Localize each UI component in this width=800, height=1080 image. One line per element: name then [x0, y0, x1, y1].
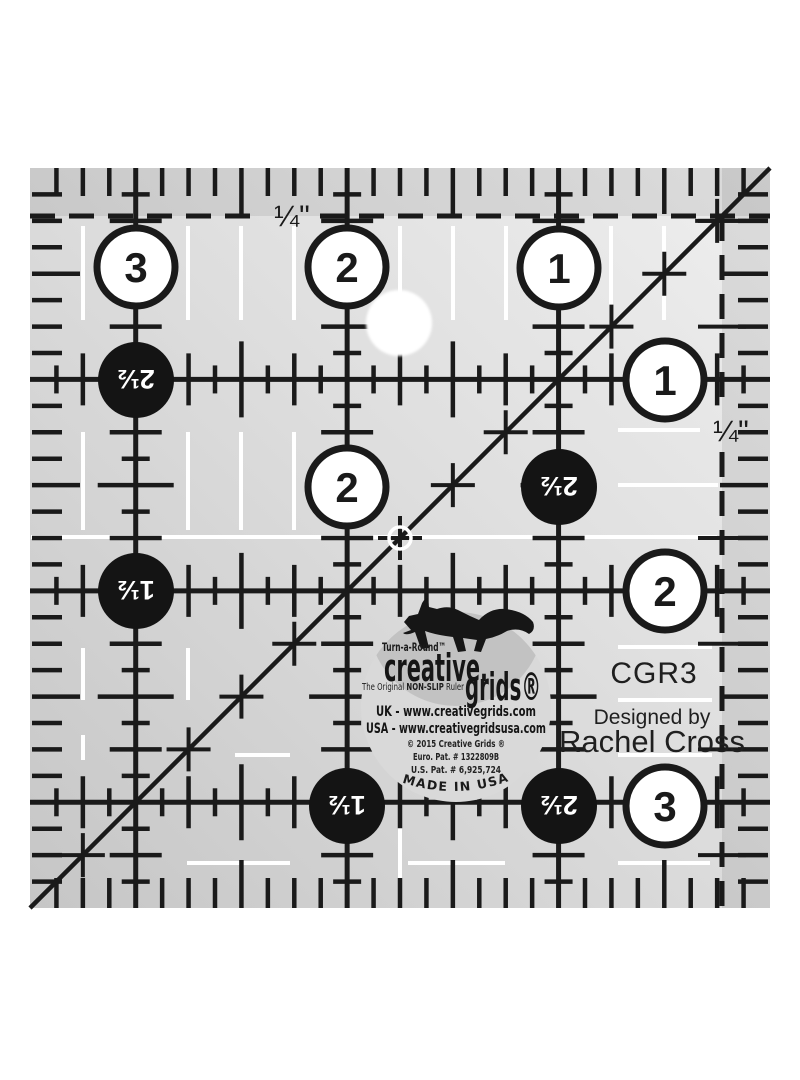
number-circle-label: 1 [547, 245, 570, 292]
logo-usa-url: USA - www.creativegridsusa.com [366, 721, 546, 737]
quarter-inch-label-top: ¼" [274, 200, 310, 233]
brand-logo: Turn-a-Round™ creative. grids® The Origi… [361, 598, 551, 802]
number-circle-label: 3 [124, 244, 147, 291]
number-circle-label: 1½ [117, 575, 155, 605]
number-circle-face [622, 548, 708, 634]
hanging-hole [366, 290, 432, 356]
number-circle-label: 2 [653, 568, 676, 615]
logo-brand-grids: grids® [465, 665, 541, 709]
number-circle-label: 2½ [117, 364, 155, 394]
number-circle-face [93, 224, 179, 310]
number-circle: 2½ [521, 768, 597, 844]
number-circle: 2 [304, 224, 390, 310]
logo-brand-creative: creative. [384, 646, 488, 690]
number-circle: 2½ [521, 449, 597, 525]
number-circle-face [516, 225, 602, 311]
number-circle-label: 1 [653, 357, 676, 404]
number-circle: 3 [622, 763, 708, 849]
logo-us-patent: U.S. Pat. # 6,925,724 [411, 765, 501, 776]
number-circle: 1 [622, 337, 708, 423]
number-circle: 1½ [98, 553, 174, 629]
number-circle: 2 [304, 444, 390, 530]
number-circle: 1½ [309, 768, 385, 844]
number-circle-label: 1½ [328, 790, 366, 820]
number-circle-label: 2½ [540, 790, 578, 820]
logo-tagline: The Original NON-SLIP Ruler [361, 682, 464, 693]
quarter-inch-label-right: ¼" [713, 415, 749, 448]
logo-tagline-suffix: Ruler [444, 682, 464, 693]
number-circle-label: 2½ [540, 471, 578, 501]
center-ring [387, 525, 413, 551]
number-circle: 3 [93, 224, 179, 310]
number-circle-label: 2 [335, 244, 358, 291]
number-circle-face [309, 768, 385, 844]
logo-euro-patent: Euro. Pat. # 1322809B [413, 752, 499, 763]
number-circle: 2 [622, 548, 708, 634]
logo-copyright: © 2015 Creative Grids ® [407, 739, 505, 750]
logo-uk-url: UK - www.creativegrids.com [376, 704, 536, 720]
number-circle-face [622, 337, 708, 423]
number-circle: 1 [516, 225, 602, 311]
fox-icon [403, 598, 534, 652]
number-circle-face [521, 768, 597, 844]
designer-name: Rachel Cross [559, 724, 745, 759]
number-circle-face [304, 444, 390, 530]
model-number: CGR3 [610, 657, 697, 690]
number-circle-face [622, 763, 708, 849]
holes-and-center-ring [366, 290, 432, 551]
designed-by-label: Designed by [594, 706, 711, 729]
number-circle-label: 3 [653, 783, 676, 830]
number-circle-face [304, 224, 390, 310]
number-circle-face [521, 449, 597, 525]
number-circle-face [98, 342, 174, 418]
logo-tagline-prefix: The Original [361, 682, 406, 693]
logo-turn-a-round: Turn-a-Round™ [382, 640, 446, 654]
measurement-number-circles: 3 2 1 1 2 2 3 2½ 2½ 1½ 1½ 2½ [93, 224, 708, 849]
number-circle: 2½ [98, 342, 174, 418]
logo-tagline-emphasis: NON-SLIP [406, 682, 443, 693]
number-circle-label: 2 [335, 464, 358, 511]
number-circle-face [98, 553, 174, 629]
